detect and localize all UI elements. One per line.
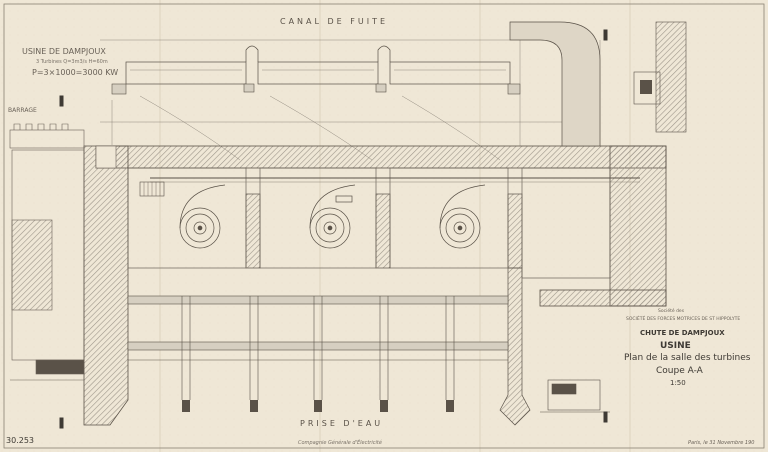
title-block-usine: USINE	[660, 341, 691, 351]
drawing-maker: Compagnie Générale d'Électricité	[298, 440, 382, 446]
pillar	[111, 83, 127, 95]
title-block-plan: Plan de la salle des turbines	[624, 353, 751, 363]
turbine-piers	[245, 193, 531, 426]
right-tower	[509, 21, 687, 147]
usine-subtitle: 3 Turbines Q=3m3/s H=60m	[36, 59, 108, 65]
title-block-line1: Société des	[658, 309, 685, 314]
generator-hall	[125, 45, 511, 85]
turbine-2	[309, 184, 356, 249]
upper-wall	[95, 145, 667, 307]
usine-power: P=3×1000=3000 KW	[32, 68, 119, 77]
intake-grid	[127, 295, 509, 400]
left-pier	[83, 145, 129, 426]
drawing-date: Paris, le 31 Novembre 190	[688, 440, 755, 446]
title-block-scale: 1:50	[670, 379, 686, 387]
turbine-1	[179, 184, 226, 249]
sheet-frame	[3, 3, 765, 449]
title-block-company: SOCIÉTÉ DES FORCES MOTRICES DE ST HIPPOL…	[626, 317, 741, 322]
bottom-right-structure	[540, 379, 610, 413]
title-block-coupe: Coupe A-A	[656, 366, 703, 376]
barrage-label: BARRAGE	[8, 107, 37, 114]
turbine-3	[439, 184, 486, 249]
turbine-chambers	[127, 167, 611, 279]
section-markers	[59, 29, 608, 429]
sheet-number: 30.253	[6, 436, 34, 445]
barrage-area	[9, 123, 117, 381]
usine-title: USINE DE DAMPJOUX	[22, 47, 106, 56]
intake-piers	[182, 400, 454, 412]
title-block-chute: CHUTE DE DAMPJOUX	[640, 329, 725, 337]
pillar	[507, 83, 521, 95]
prise-d-eau-label: PRISE D'EAU	[300, 419, 384, 428]
canal-de-fuite-label: CANAL DE FUITE	[280, 17, 389, 26]
